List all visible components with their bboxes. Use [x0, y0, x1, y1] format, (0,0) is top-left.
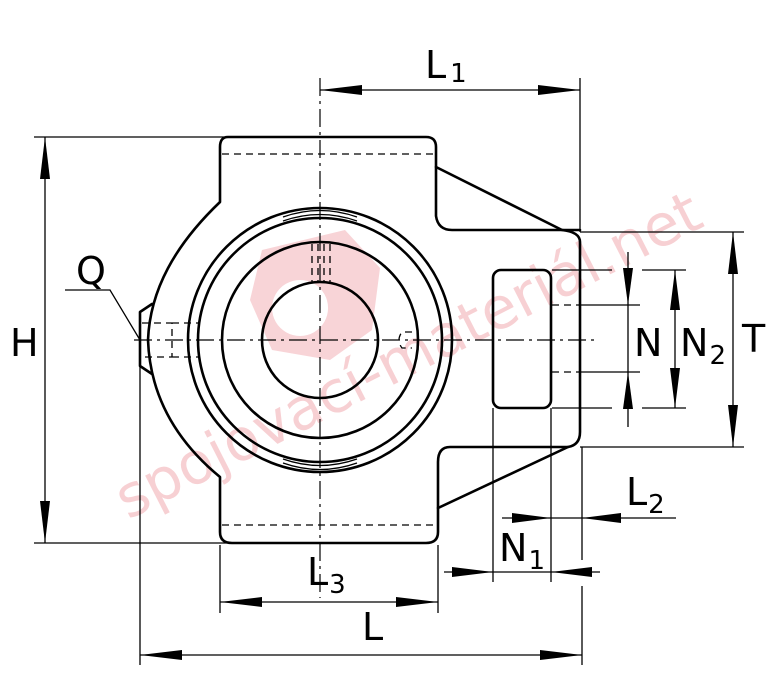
label-N2: N2 — [680, 321, 726, 371]
mounting-slot — [491, 268, 553, 410]
center-lines — [134, 78, 598, 598]
label-T: T — [741, 317, 766, 361]
label-L: L — [362, 605, 383, 649]
watermark-logo-icon — [250, 230, 380, 360]
housing-outline — [138, 135, 582, 545]
label-L2: L2 — [626, 470, 665, 520]
housing-body — [146, 135, 582, 545]
hidden-set-screw — [142, 322, 200, 358]
dimension-lines — [34, 78, 744, 665]
label-N: N — [634, 321, 662, 365]
label-Q: Q — [76, 249, 106, 293]
housing-lower-rib — [436, 445, 570, 510]
grease-hole — [311, 244, 331, 282]
label-N1: N1 — [499, 526, 545, 576]
label-L3: L3 — [307, 550, 346, 600]
housing-top-right-edge — [434, 165, 582, 232]
label-H: H — [10, 321, 39, 365]
hidden-lines — [142, 153, 580, 526]
